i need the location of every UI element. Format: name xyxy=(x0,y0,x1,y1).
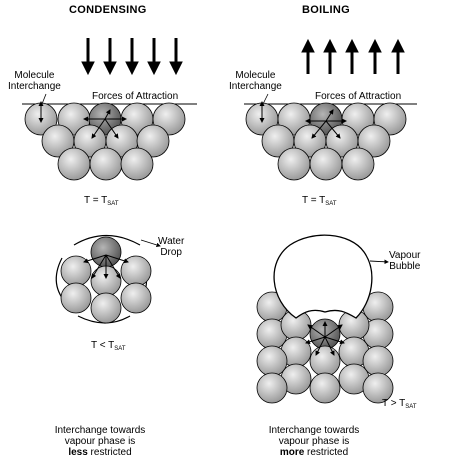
boiling-arrows xyxy=(301,38,405,74)
label-forces-left: Forces of Attraction xyxy=(92,91,179,102)
caption-boiling: Interchange towards vapour phase is more… xyxy=(239,425,389,458)
caption-condensing-line1: Interchange towards xyxy=(54,425,146,436)
label-molecule-interchange-right: Molecule Interchange xyxy=(229,70,282,92)
heading-condensing: CONDENSING xyxy=(69,4,147,16)
vapour-bubble-cluster xyxy=(256,234,394,404)
caption-condensing-line2: vapour phase is xyxy=(64,436,136,447)
temp-boiling-high: T > TSAT xyxy=(382,398,417,410)
label-vapour-bubble: Vapour Bubble xyxy=(389,250,421,272)
caption-condensing-line3: less restricted xyxy=(68,447,132,458)
boiling-cluster xyxy=(244,101,417,181)
caption-condensing: Interchange towards vapour phase is less… xyxy=(25,425,175,458)
interchange-pointer-left xyxy=(41,93,47,105)
caption-boiling-line2: vapour phase is xyxy=(278,436,350,447)
label-water-drop: Water Drop xyxy=(158,236,185,258)
heading-boiling: BOILING xyxy=(302,4,350,16)
temp-condensing-low: T < TSAT xyxy=(91,340,126,352)
water-drop xyxy=(55,235,161,324)
temp-boiling-sat: T = TSAT xyxy=(302,195,337,207)
caption-boiling-line1: Interchange towards xyxy=(268,425,360,436)
label-molecule-interchange-left: Molecule Interchange xyxy=(8,70,61,92)
condensing-cluster xyxy=(22,101,197,181)
label-forces-right: Forces of Attraction xyxy=(315,91,402,102)
caption-boiling-line3: more restricted xyxy=(279,447,349,458)
temp-condensing-sat: T = TSAT xyxy=(84,195,119,207)
interchange-pointer-right xyxy=(262,93,269,105)
condensing-arrows xyxy=(81,38,183,76)
